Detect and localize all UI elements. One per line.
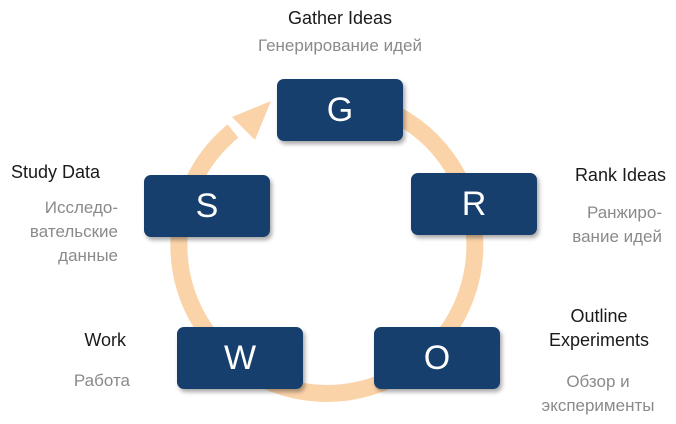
cycle-ring-arc <box>170 89 484 402</box>
step-box-s: S <box>144 175 270 237</box>
step-title-o-line-2: Experiments <box>548 330 650 350</box>
step-title-s-line-1: Study Data <box>11 162 101 182</box>
step-title-r-line-1: Rank Ideas <box>574 165 666 185</box>
cycle-arrowhead-icon <box>232 101 271 140</box>
step-subtitle-s: Исследо- вательские данные <box>4 196 118 268</box>
step-title-g: Gather Ideas <box>240 6 440 30</box>
step-title-s: Study Data <box>11 160 151 184</box>
step-letter-s: S <box>195 186 219 225</box>
step-subtitle-o-line-1: Обзор и <box>566 372 630 391</box>
step-subtitle-g: Генерирование идей <box>220 34 460 58</box>
step-subtitle-r-line-1: Ранжиро- <box>586 203 662 222</box>
step-box-w: W <box>177 327 303 389</box>
step-subtitle-s-line-1: Исследо- <box>44 198 118 217</box>
step-subtitle-g-line-1: Генерирование идей <box>258 36 422 55</box>
step-letter-o: O <box>423 338 451 377</box>
step-subtitle-r-line-2: вание идей <box>572 227 662 246</box>
step-box-g: G <box>277 79 403 141</box>
step-title-o-line-1: Outline <box>570 306 628 326</box>
step-box-r: R <box>411 173 537 235</box>
step-box-o: O <box>374 327 500 389</box>
step-subtitle-s-line-2: вательские <box>29 222 118 241</box>
step-subtitle-o: Обзор и эксперименты <box>526 370 670 418</box>
step-letter-r: R <box>461 184 487 223</box>
step-title-o: Outline Experiments <box>530 304 668 352</box>
step-letter-w: W <box>223 338 257 377</box>
step-subtitle-o-line-2: эксперименты <box>541 396 655 415</box>
step-title-w-line-1: Work <box>84 330 126 350</box>
step-title-g-line-1: Gather Ideas <box>287 8 393 28</box>
step-letter-g: G <box>326 90 354 129</box>
step-subtitle-w-line-1: Работа <box>73 371 130 390</box>
step-subtitle-s-line-3: данные <box>58 246 118 265</box>
step-subtitle-w: Работа <box>20 369 130 393</box>
step-subtitle-r: Ранжиро- вание идей <box>530 201 662 249</box>
step-title-r: Rank Ideas <box>530 163 666 187</box>
step-title-w: Work <box>20 328 126 352</box>
